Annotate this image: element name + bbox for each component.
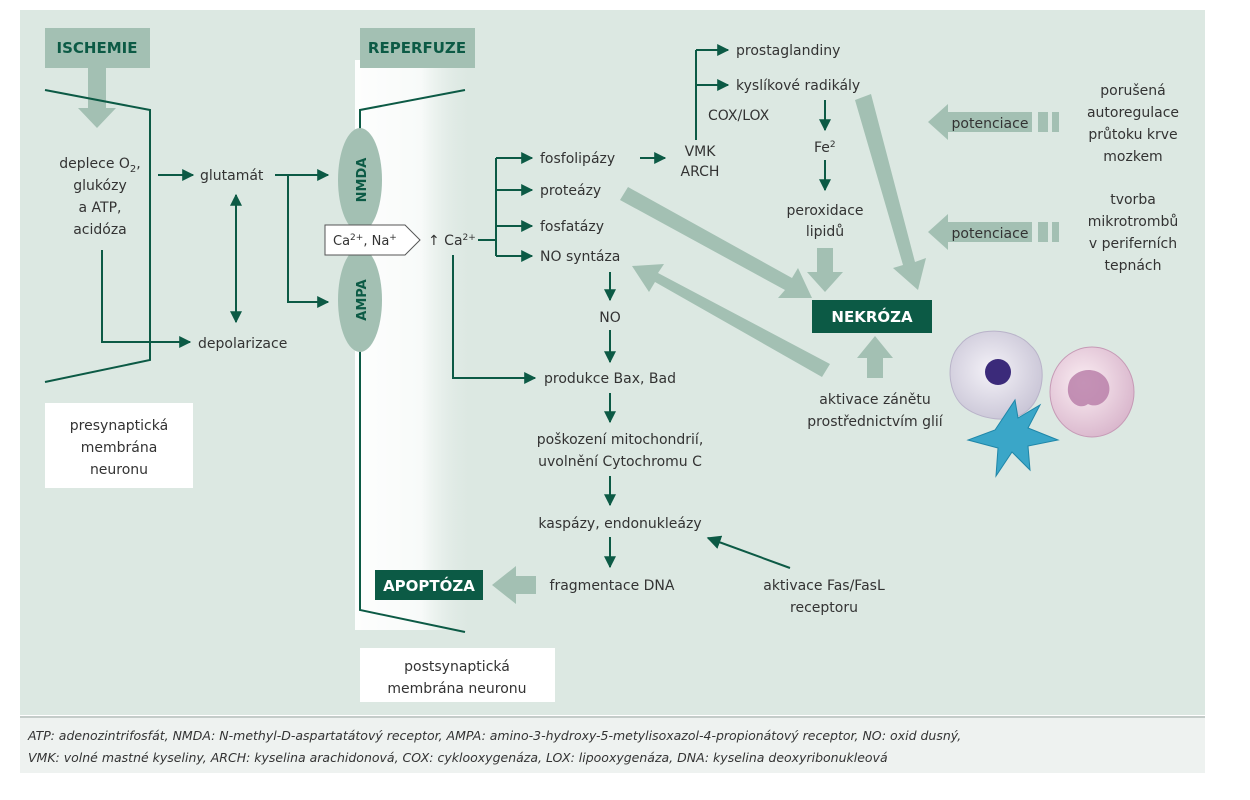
potenciace-arrow-1: [928, 104, 1032, 140]
ischemie-header-box: [45, 28, 150, 68]
peroxidace-text: peroxidace: [786, 203, 863, 219]
arrow-deplece-depolarizace: [101, 250, 192, 348]
neutrophil-nucleus: [1067, 370, 1110, 407]
nmda-receptor: [338, 128, 382, 232]
ampa-label: AMPA: [355, 279, 370, 320]
arrow-glia-nosyntaza: [632, 264, 830, 377]
footer-panel: [20, 718, 1205, 773]
glukozy-text: glukózy: [73, 178, 126, 194]
apoptoza-label: APOPTÓZA: [383, 576, 475, 595]
potenciace-stripe-2b: [1052, 222, 1059, 242]
autoregulace-text-4: mozkem: [1103, 149, 1162, 165]
presynaptic-membrane: [44, 89, 151, 383]
arrow-glutamat-ampa: [287, 175, 330, 308]
ion-channel-text: Ca2+, Na+: [333, 233, 397, 249]
postsynaptic-label-2: membrána neuronu: [387, 681, 526, 697]
no-syntaza-text: NO syntáza: [540, 249, 620, 265]
cox-lox-text: COX/LOX: [708, 108, 770, 124]
mikrotromby-text-1: tvorba: [1110, 192, 1156, 208]
kyslikove-radikaly-text: kyslíkové radikály: [736, 78, 860, 94]
arrow-ca-bax: [452, 255, 537, 384]
footer-line-1: ATP: adenozintrifosfát, NMDA: N-methyl-D…: [27, 728, 961, 743]
fas-text-2: receptoru: [790, 600, 858, 616]
fragmentace-text: fragmentace DNA: [550, 578, 675, 594]
mikrotromby-text-2: mikrotrombů: [1088, 214, 1179, 230]
potenciace-stripe-2a: [1038, 222, 1048, 242]
lipidu-text: lipidů: [806, 224, 844, 240]
arch-text: ARCH: [681, 164, 720, 180]
arrow-proteazy-nekroza: [620, 187, 812, 298]
potenciace-label-1: potenciace: [952, 116, 1029, 132]
zanet-text-1: aktivace zánětu: [819, 392, 930, 408]
bax-text: produkce Bax, Bad: [544, 371, 676, 387]
ischemie-down-arrow: [78, 68, 116, 128]
postsynaptic-label-box: [360, 648, 555, 702]
zanet-text-2: prostřednictvím glií: [807, 414, 944, 430]
atp-text: a ATP,: [79, 200, 122, 216]
presynaptic-label-box: [45, 403, 193, 488]
deplece-text: deplece O2,: [59, 156, 141, 175]
mikrotromby-text-3: v periferních: [1089, 236, 1177, 252]
nmda-label: NMDA: [355, 158, 370, 203]
mito-text-2: uvolnění Cytochromu C: [538, 454, 702, 470]
arrow-radikaly-nekroza: [855, 94, 926, 290]
potenciace-label-2: potenciace: [952, 226, 1029, 242]
ca-rise-text: ↑ Ca2+: [428, 233, 476, 249]
arrow-fas-kaspazy: [706, 535, 791, 569]
presynaptic-label-2: membrána: [81, 440, 158, 456]
arrow-peroxidace-nekroza: [807, 248, 843, 292]
postsynaptic-membrane: [359, 89, 466, 633]
reperfuze-header-box: [360, 28, 475, 68]
proteazy-text: proteázy: [540, 183, 601, 199]
presynaptic-label-1: presynaptická: [70, 418, 168, 434]
ion-channel-box: [324, 224, 421, 256]
vmk-text: VMK: [685, 144, 717, 160]
kaspazy-text: kaspázy, endonukleázy: [538, 516, 701, 532]
acidoza-text: acidóza: [73, 222, 127, 238]
glia-cells-illustration: [949, 330, 1135, 478]
ampa-receptor: [338, 248, 382, 352]
apoptoza-badge: [375, 570, 483, 600]
fosfatazy-text: fosfatázy: [540, 219, 604, 235]
autoregulace-text-1: porušená: [1100, 83, 1165, 99]
mito-text-1: poškození mitochondrií,: [537, 432, 704, 448]
presynaptic-label-3: neuronu: [90, 462, 148, 478]
fosfolipazy-text: fosfolipázy: [540, 151, 615, 167]
nekroza-badge: [812, 300, 932, 333]
prostaglandiny-text: prostaglandiny: [736, 43, 840, 59]
ischemie-header: ISCHEMIE: [57, 39, 138, 57]
footer-line-2: VMK: volné mastné kyseliny, ARCH: kyseli…: [28, 750, 888, 765]
mikrotromby-text-4: tepnách: [1104, 258, 1161, 274]
potenciace-stripe-1b: [1052, 112, 1059, 132]
microglia-nucleus: [985, 359, 1011, 385]
glutamat-text: glutamát: [200, 168, 264, 184]
potenciace-stripe-1a: [1038, 112, 1048, 132]
nekroza-label: NEKRÓZA: [831, 307, 913, 326]
fe-text: Fe2: [814, 140, 836, 156]
fas-text-1: aktivace Fas/FasL: [763, 578, 885, 594]
depolarizace-text: depolarizace: [198, 336, 287, 352]
arrow-fragmentace-apoptoza: [492, 566, 536, 604]
arrow-glia-nekroza: [857, 336, 893, 378]
postsynaptic-label-1: postsynaptická: [404, 659, 510, 675]
autoregulace-text-2: autoregulace: [1087, 105, 1179, 121]
no-text: NO: [599, 310, 621, 326]
astrocyte-cell: [966, 398, 1060, 478]
autoregulace-text-3: průtoku krve: [1088, 127, 1177, 143]
potenciace-arrow-2: [928, 214, 1032, 250]
reperfuze-header: REPERFUZE: [368, 39, 466, 57]
